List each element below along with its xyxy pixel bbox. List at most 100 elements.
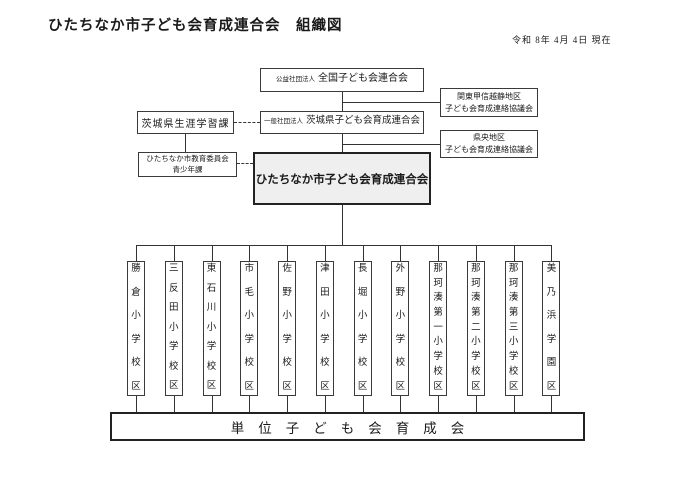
school-district-char: 校 bbox=[433, 366, 443, 377]
school-district-char: 小 bbox=[471, 337, 481, 348]
national-federation-label: 全国子ども会連合会 bbox=[318, 73, 408, 84]
connector-line bbox=[513, 396, 515, 412]
connector-line bbox=[185, 134, 186, 152]
school-district-box: 那珂湊第一小学校区 bbox=[429, 261, 448, 396]
school-district-char: 学 bbox=[546, 334, 557, 345]
page-title: ひたちなか市子ども会育成連合会 組織図 bbox=[48, 18, 343, 34]
school-district-box: 那珂湊第三小学校区 bbox=[504, 261, 523, 396]
school-district-char: 田 bbox=[320, 287, 330, 298]
school-district-char: 津 bbox=[320, 264, 330, 274]
corporation-type-label: 一般社団法人 bbox=[263, 118, 303, 125]
school-district-char: 小 bbox=[508, 337, 519, 348]
school-district-char: 区 bbox=[320, 381, 330, 392]
school-district-char: 市 bbox=[244, 264, 255, 274]
school-district-char: 石 bbox=[206, 283, 217, 294]
school-district-char: 反 bbox=[169, 283, 179, 294]
connector-line bbox=[362, 396, 364, 412]
school-district-char: 小 bbox=[169, 322, 179, 333]
school-district-char: 珂 bbox=[433, 278, 443, 289]
school-district-char: 校 bbox=[244, 358, 255, 368]
school-district-box: 長堀小学校区 bbox=[353, 261, 372, 396]
school-district-char: 珂 bbox=[508, 278, 519, 289]
connector-bus-line bbox=[136, 245, 552, 246]
school-district-char: 区 bbox=[206, 381, 217, 392]
kanto-district-council-box: 関東甲信越静地区 子ども会育成連絡協議会 bbox=[440, 88, 538, 117]
school-district-char: 湊 bbox=[508, 293, 519, 304]
school-district-char: 東 bbox=[206, 264, 217, 274]
school-district-char: 学 bbox=[282, 334, 292, 345]
school-district-char: 校 bbox=[471, 366, 481, 377]
school-district-char: 第 bbox=[471, 308, 481, 319]
school-district-box: 佐野小学校区 bbox=[278, 261, 297, 396]
connector-line bbox=[136, 396, 137, 412]
school-district-char: 那 bbox=[433, 264, 443, 274]
school-district-char: 佐 bbox=[282, 264, 292, 274]
pref-federation-label: 茨城県子ども会育成連合会 bbox=[305, 116, 420, 126]
school-district-char: 校 bbox=[395, 358, 406, 368]
school-district-char: 区 bbox=[357, 381, 368, 392]
connector-line bbox=[475, 245, 477, 261]
school-district-char: 学 bbox=[244, 334, 255, 345]
school-district-char: 学 bbox=[206, 342, 217, 353]
keno-district-council-box: 県央地区 子ども会育成連絡協議会 bbox=[440, 130, 538, 158]
school-district-char: 小 bbox=[357, 311, 368, 321]
school-district-char: 乃 bbox=[546, 287, 557, 298]
kanto-district-line2: 子ども会育成連絡協議会 bbox=[445, 103, 533, 113]
school-district-box: 外野小学校区 bbox=[391, 261, 410, 396]
pref-lifelong-learning-label: 茨城県生涯学習課 bbox=[141, 119, 230, 130]
date-label: 令和 8年 4月 4日 現在 bbox=[512, 35, 612, 45]
school-district-char: 学 bbox=[320, 334, 330, 345]
school-district-char: 三 bbox=[508, 322, 519, 333]
school-district-char: 勝 bbox=[131, 264, 141, 274]
school-district-char: 小 bbox=[320, 311, 330, 321]
school-district-char: 野 bbox=[282, 287, 292, 298]
connector-line bbox=[342, 92, 343, 111]
connector-line bbox=[342, 144, 440, 145]
school-district-box: 津田小学校区 bbox=[315, 261, 334, 396]
pref-lifelong-learning-box: 茨城県生涯学習課 bbox=[137, 111, 234, 134]
school-district-char: 田 bbox=[169, 303, 179, 314]
connector-line bbox=[342, 205, 343, 245]
school-district-char: 珂 bbox=[471, 278, 481, 289]
school-district-box: 那珂湊第二小学校区 bbox=[466, 261, 485, 396]
school-district-char: 区 bbox=[433, 381, 443, 392]
city-federation-box: ひたちなか市子ども会育成連合会 bbox=[253, 152, 431, 205]
connector-line bbox=[438, 245, 440, 261]
connector-line bbox=[342, 102, 440, 103]
dashed-connector-line bbox=[234, 122, 260, 123]
school-district-char: 小 bbox=[131, 311, 141, 321]
keno-district-line2: 子ども会育成連絡協議会 bbox=[445, 145, 533, 154]
school-district-char: 外 bbox=[395, 264, 406, 274]
school-district-char: 校 bbox=[508, 366, 519, 377]
school-district-char: 区 bbox=[546, 381, 557, 392]
connector-line bbox=[342, 134, 343, 152]
school-district-char: 小 bbox=[395, 311, 406, 321]
school-district-char: 小 bbox=[282, 311, 292, 321]
school-district-char: 園 bbox=[546, 358, 557, 368]
school-district-char: 学 bbox=[169, 342, 179, 353]
connector-line bbox=[136, 245, 137, 261]
unit-association-label: 単位子ども会育成会 bbox=[230, 420, 479, 436]
school-district-char: 区 bbox=[395, 381, 406, 392]
connector-line bbox=[173, 396, 175, 412]
connector-line bbox=[475, 396, 477, 412]
school-district-char: 区 bbox=[471, 381, 481, 392]
school-district-char: 美 bbox=[546, 264, 557, 274]
school-district-char: 小 bbox=[206, 322, 217, 333]
connector-line bbox=[249, 245, 251, 261]
school-district-box: 市毛小学校区 bbox=[240, 261, 259, 396]
school-district-char: 第 bbox=[433, 308, 443, 319]
city-education-line1: ひたちなか市教育委員会 bbox=[146, 153, 229, 163]
school-district-char: 区 bbox=[131, 381, 141, 392]
school-district-char: 小 bbox=[433, 337, 443, 348]
school-district-char: 学 bbox=[131, 334, 141, 345]
connector-line bbox=[400, 245, 402, 261]
school-district-box: 三反田小学校区 bbox=[164, 261, 183, 396]
school-district-char: 小 bbox=[244, 311, 255, 321]
pref-federation-box: 一般社団法人 茨城県子ども会育成連合会 bbox=[260, 111, 424, 134]
city-federation-label: ひたちなか市子ども会育成連合会 bbox=[255, 173, 429, 186]
school-district-char: 那 bbox=[508, 264, 519, 274]
connector-line bbox=[551, 396, 553, 412]
school-district-char: 川 bbox=[206, 303, 217, 314]
school-district-char: 校 bbox=[357, 358, 368, 368]
